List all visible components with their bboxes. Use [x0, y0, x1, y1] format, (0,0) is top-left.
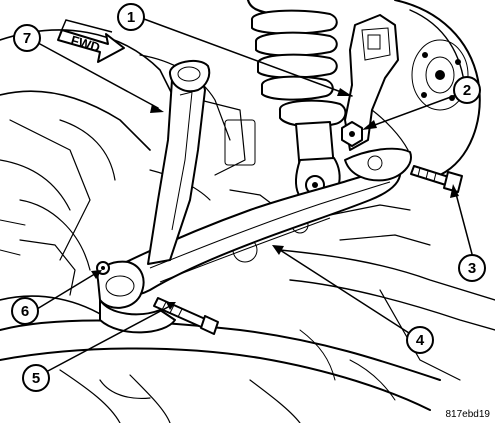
- fwd-label: FWD: [69, 32, 102, 55]
- callout-3: 3: [458, 254, 486, 282]
- callout-7: 7: [13, 24, 41, 52]
- callout-5: 5: [22, 364, 50, 392]
- leader-lines: [36, 18, 473, 373]
- lower-control-arm: [109, 147, 412, 297]
- upper-link-arm: [147, 59, 211, 265]
- svg-text:6: 6: [21, 303, 29, 320]
- upper-nut: [341, 121, 363, 147]
- left-bushing-mount: [96, 260, 176, 334]
- callout-2: 2: [453, 76, 481, 104]
- knuckle-bolt: [410, 165, 463, 193]
- svg-text:4: 4: [416, 332, 425, 349]
- callout-1: 1: [117, 3, 145, 31]
- callout-4: 4: [406, 326, 434, 354]
- fwd-direction-arrow: FWD: [57, 19, 125, 63]
- svg-text:7: 7: [23, 30, 31, 47]
- svg-text:2: 2: [463, 82, 471, 99]
- callout-6: 6: [11, 297, 39, 325]
- figure-reference-id: 817ebd19: [446, 409, 491, 420]
- svg-text:3: 3: [468, 260, 476, 277]
- chassis-background: [0, 29, 495, 423]
- svg-text:1: 1: [127, 9, 135, 26]
- svg-text:5: 5: [32, 370, 40, 387]
